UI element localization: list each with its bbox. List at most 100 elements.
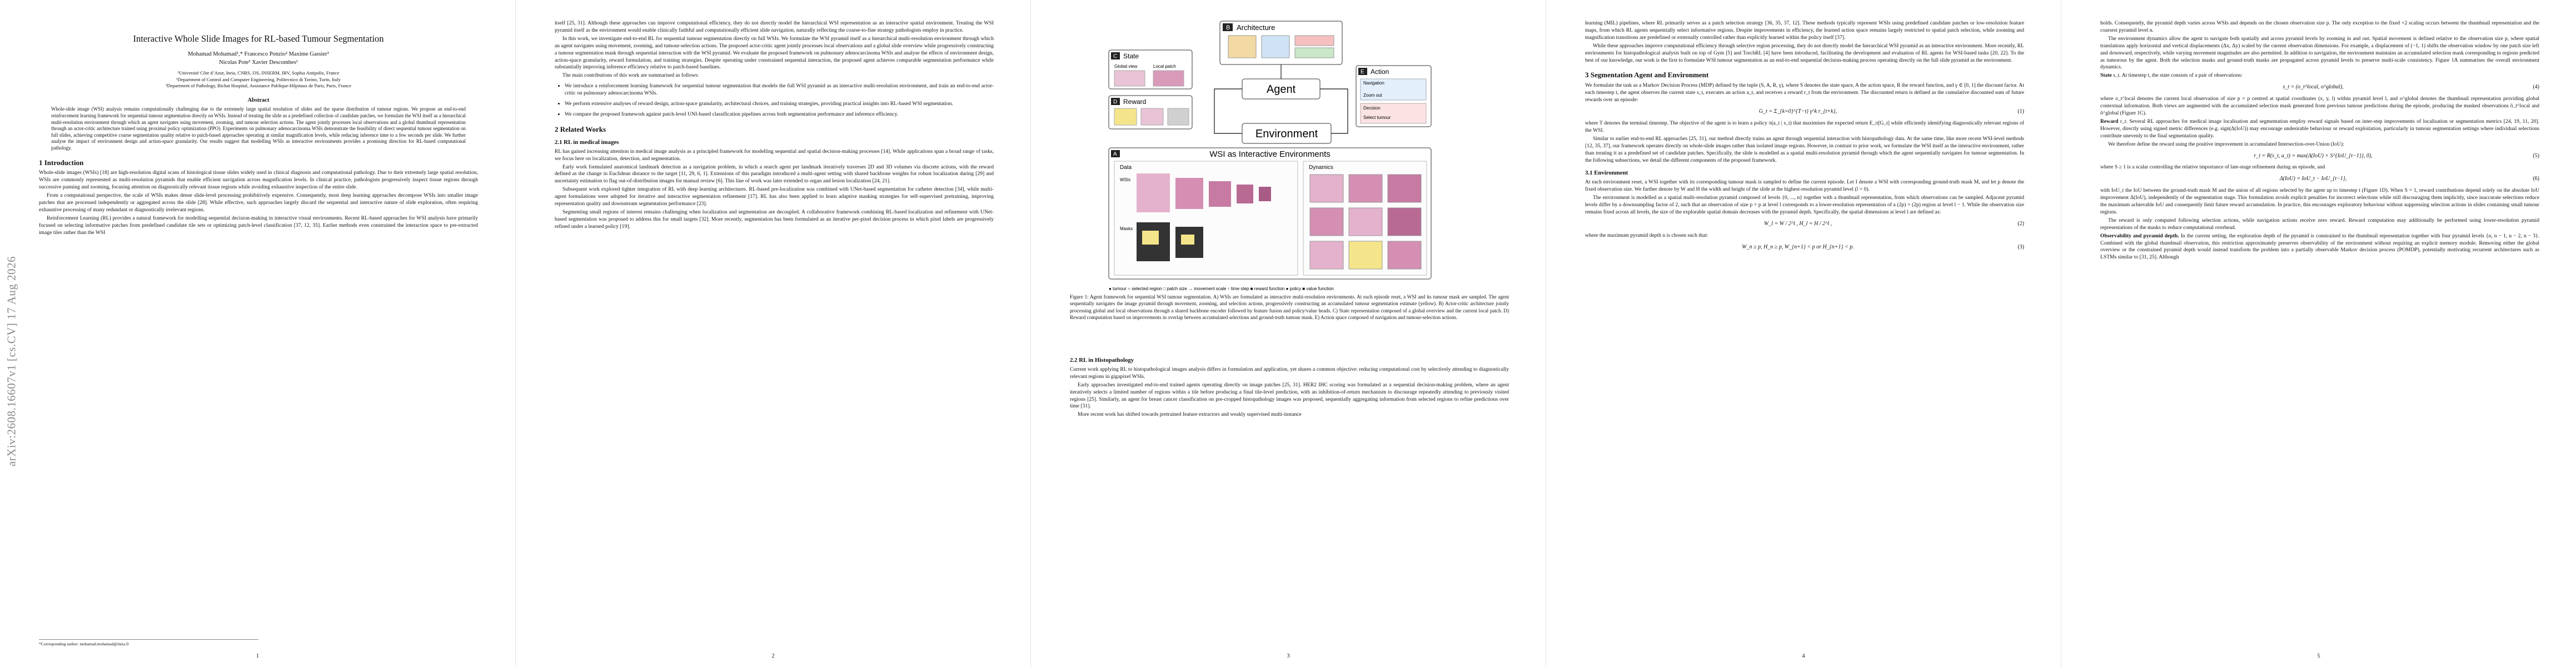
paragraph: We therefore define the reward using the… [2108,141,2344,147]
affiliations: ¹Université Côte d’Azur, Inria, CNRS, I3… [39,70,478,89]
paragraph: The environment is modelled as a spatial… [1585,195,2024,215]
page-number: 5 [2317,653,2320,659]
page-5-content: holds. Consequently, the pyramid depth v… [2100,20,2539,262]
authors-line-1: Mohamad Mohamad¹,* Francesco Ponzio² Max… [188,51,329,57]
section-heading-introduction: 1 Introduction [39,158,84,167]
paragraph: The environment dynamics allow the agent… [2100,35,2539,71]
section-heading-related-works: 2 Related Works [555,125,606,133]
list-item: We perform extensive analyses of reward … [565,101,994,108]
paragraph: where T denotes the terminal timestep. T… [1585,120,2024,133]
paragraph: with IoU_t the IoU between the ground-tr… [2100,187,2539,215]
paragraph: where o_t^local denotes the current loca… [2100,96,2539,116]
page-2: itself [25, 31]. Although these approach… [515,0,1030,667]
action-arrow [1320,88,1348,134]
paragraph: More recent work has shifted towards pre… [1078,411,1302,418]
svg-text:Navigation: Navigation [1363,81,1384,86]
local-patch-thumb [1153,70,1184,87]
intro-paragraph-2: From a computational perspective, the sc… [39,192,478,213]
paragraph: The main contributions of this work are … [562,72,699,79]
abstract-text: Whole-slide image (WSI) analysis remains… [51,106,466,151]
svg-text:Decision: Decision [1363,106,1381,111]
equation-4: s_t = (o_t^local, o^global),(4) [2283,84,2539,91]
affiliation-3: ³Department of Pathology, Bichat Hospita… [166,83,351,88]
svg-text:E: E [1361,69,1364,75]
state-arrow [1214,88,1242,134]
list-item: We introduce a reinforcement learning fr… [565,83,994,97]
page-3: B Architecture C State Global view Local… [1030,0,1546,667]
figure-1: B Architecture C State Global view Local… [1070,17,1509,328]
agent-label: Agent [1267,83,1296,96]
svg-text:Global view: Global view [1114,64,1138,69]
equation-6: Δ(IoU) = IoU_t − IoU_{t−1},(6) [2279,176,2539,182]
contribution-list: We introduce a reinforcement learning fr… [555,83,994,118]
page-1-content: Interactive Whole Slide Images for RL-ba… [39,33,478,238]
framework-diagram: B Architecture C State Global view Local… [1108,21,1432,291]
intro-paragraph-3: Reinforcement Learning (RL) provides a n… [39,215,478,236]
list-item: We compare the proposed framework agains… [565,111,994,118]
page-5: holds. Consequently, the pyramid depth v… [2061,0,2576,667]
figure-1-caption: Figure 1: Agent framework for sequential… [1070,294,1509,320]
svg-text:WSIs: WSIs [1120,177,1130,182]
authors-line-2: Nicolas Pote³ Xavier Descombes¹ [219,59,298,66]
page-4-content: learning (MIL) pipelines, where RL prima… [1585,20,2024,256]
svg-text:WSI as Interactive Environment: WSI as Interactive Environments [1209,150,1331,159]
svg-text:Reward: Reward [1123,98,1146,106]
svg-text:Masks: Masks [1120,226,1133,231]
paragraph: Segmenting small regions of interest rem… [555,208,994,230]
intro-paragraph-1: Whole-slide images (WSIs) [18] are high-… [39,170,478,191]
paragraph: holds. Consequently, the pyramid depth v… [2100,20,2539,33]
svg-text:Data: Data [1120,165,1132,171]
svg-text:Zoom out: Zoom out [1363,93,1383,98]
abstract-heading: Abstract [247,97,270,103]
panel-letter-b [1223,23,1233,31]
equation-5: r_t = R(s_t, a_t) = max(Δ(IoU) × S^{IoU_… [2254,152,2539,159]
paragraph: Early work formulated anatomical landmar… [555,163,994,185]
paragraph: Subsequent work explored tighter integra… [555,186,994,207]
wsi-thumbnails [1137,173,1271,261]
architecture-label: Architecture [1237,23,1275,32]
equation-2: W_l = W / 2^l , H_l = H / 2^l ,(2) [1763,220,2024,227]
page-number: 1 [256,653,260,659]
svg-text:C: C [1113,53,1117,59]
paragraph-reward: Reward r_t. Several RL approaches for me… [2100,118,2539,139]
paragraph: While these approaches improve computati… [1585,42,2024,63]
subsection-heading: 2.2 RL in Histopathology [1070,357,1134,364]
page-1: arXiv:2608.16607v1 [cs.CV] 17 Aug 2026 I… [0,0,515,667]
svg-text:B: B [1226,24,1230,31]
paragraph: In this work, we investigate end-to-end … [555,35,994,71]
fusion-block [1261,35,1290,58]
paper-title: Interactive Whole Slide Images for RL-ba… [133,33,384,44]
paragraph: Similar to earlier end-to-end RL approac… [1585,135,2024,163]
policy-head [1294,35,1334,46]
equation-3: W_n ≥ p, H_n ≥ p, W_{n+1} < p or H_{n+1}… [1742,243,2024,250]
page-number: 4 [1802,653,1805,659]
paragraph: itself [25, 31]. Although these approach… [555,20,994,33]
section-heading-segmentation-agent: 3 Segmentation Agent and Environment [1585,71,1709,79]
page-number: 3 [1287,653,1290,659]
svg-text:Select tumour: Select tumour [1363,115,1391,120]
paragraph-state: State s_t. At timestep t, the state cons… [2100,72,2243,79]
svg-text:Dynamics: Dynamics [1309,165,1333,171]
svg-text:State: State [1123,52,1139,60]
page-3-content: 2.2 RL in Histopathology Current work ap… [1070,351,1509,420]
paragraph-observability: Observability and pyramid depth. In the … [2100,232,2540,261]
page-2-content: itself [25, 31]. Although these approach… [555,20,994,232]
svg-text:Action: Action [1371,68,1389,76]
svg-text:D: D [1113,99,1117,105]
dynamics-thumbnails [1309,174,1422,270]
affiliation-2: ²Department of Control and Computer Engi… [176,76,341,82]
paragraph: Early approaches investigated end-to-end… [1070,381,1509,410]
paragraph: We formulate the task as a Markov Decisi… [1585,82,2024,103]
paragraph: Current work applying RL to histopatholo… [1070,366,1509,380]
global-view-thumb [1114,70,1145,87]
value-head [1294,47,1334,58]
paragraph: RL has gained increasing attention in me… [555,148,994,162]
paragraph: learning (MIL) pipelines, where RL prima… [1585,20,2024,41]
page-4: learning (MIL) pipelines, where RL prima… [1546,0,2061,667]
environment-label: Environment [1255,128,1318,140]
paragraph: The reward is only computed following se… [2100,217,2539,231]
figure-legend: ● tumour ○ selected region □ patch size … [1109,286,1334,291]
subsection-heading: 3.1 Environment [1585,170,1628,177]
svg-text:A: A [1113,151,1117,157]
encoder-block [1228,35,1257,58]
